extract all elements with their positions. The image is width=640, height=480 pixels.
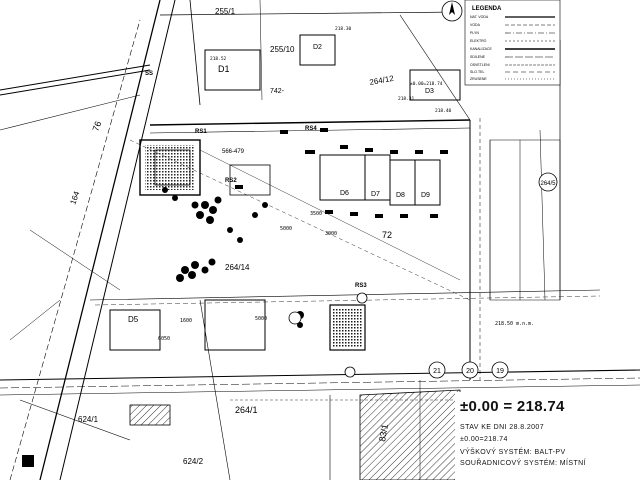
legend: LEGENDA NAT. VODA VODA PLYN ELEKTRO KANA… <box>464 0 561 86</box>
ref-small: ±0.00=218.74 <box>460 436 508 443</box>
dimension-tag: 1600 <box>180 318 192 324</box>
marker-label: RS2 <box>225 178 237 184</box>
legend-item: ZRUSENE <box>470 77 487 81</box>
marker-label: RS4 <box>305 126 317 132</box>
north-arrow-icon <box>449 2 455 15</box>
elevation-label: 218.40 <box>435 108 452 114</box>
parcel-label: 164 <box>68 190 81 206</box>
parcel-label: 255/10 <box>270 45 295 54</box>
building-label-d7: D7 <box>371 191 380 198</box>
building-labels: D1 D2 D3 D5 D6 D7 D8 D9 <box>128 44 434 324</box>
legend-item: SDILENE <box>470 55 486 59</box>
parcel-label: 83/1 <box>377 423 390 442</box>
dimension-tag: 5000 <box>255 316 267 322</box>
hatched-area <box>359 389 461 480</box>
circle-tags <box>288 0 558 379</box>
marker-labels: RS1 RS3 RS4 SS RS2 <box>145 71 367 289</box>
legend-item: ELEKTRO <box>470 39 487 43</box>
legend-item: OSVETLENI <box>470 63 490 67</box>
legend-item: KANALIZACE <box>470 47 492 51</box>
building-label-d5: D5 <box>128 315 139 324</box>
dimension-tag: 6050 <box>158 336 170 342</box>
building-label-d6: D6 <box>340 190 349 197</box>
elevation-label: 218.50 m.n.m. <box>495 321 534 327</box>
legend-item: VODA <box>470 23 481 27</box>
coord-system: SOUŘADNICOVÝ SYSTÉM: MÍSTNÍ <box>460 460 586 467</box>
building-label-d1: D1 <box>218 64 230 74</box>
parcel-label: 624/2 <box>183 457 204 466</box>
marker-label: RS3 <box>355 283 367 289</box>
dimension-tag: 5000 <box>280 226 292 232</box>
building-label-d3: D3 <box>425 88 434 95</box>
dimension-tags: 3500 5000 3000 5000 6050 1600 <box>158 211 337 342</box>
dense-block-2 <box>332 308 362 348</box>
elevation-label: 218.30 <box>335 26 352 32</box>
parcel-label: 742- <box>270 88 285 95</box>
black-square <box>22 455 34 467</box>
parcel-label: 566-479 <box>222 149 245 155</box>
circle-tag-19: 19 <box>496 368 504 375</box>
building-label-d2: D2 <box>313 44 322 51</box>
parcel-label: 624/1 <box>78 415 99 424</box>
dimension-tag: 3000 <box>325 231 337 237</box>
building-label-d8: D8 <box>396 192 405 199</box>
parcel-labels: 255/1 255/10 264/12 264/14 566-479 742- … <box>68 7 395 466</box>
elevation-label: 218.52 <box>210 56 227 62</box>
utility-markers <box>235 128 448 218</box>
parcel-label: 264/1 <box>235 405 258 415</box>
marker-label: SS <box>145 71 153 77</box>
circle-tag-20: 20 <box>466 368 474 375</box>
legend-item: NAT. VODA <box>470 15 489 19</box>
hatched-small <box>130 405 170 425</box>
legend-item: SLO.TEL <box>470 70 484 74</box>
dense-block <box>145 145 195 190</box>
parcel-label: 76 <box>90 120 103 133</box>
info-panel <box>455 392 640 480</box>
height-system: VÝŠKOVÝ SYSTÉM: BALT-PV <box>460 449 566 456</box>
parcel-label: 264/12 <box>369 74 395 87</box>
parcel-label: 255/1 <box>215 7 236 16</box>
building-label-d9: D9 <box>421 192 430 199</box>
marker-label: RS1 <box>195 129 207 135</box>
elevation-labels: ±0.00=218.74 218.30 218.52 218.40 218.31… <box>210 26 534 327</box>
elevation-label: 218.31 <box>398 96 415 102</box>
circle-tag-21: 21 <box>433 368 441 375</box>
stav-date: STAV KE DNI 28.8.2007 <box>460 424 545 431</box>
legend-item: PLYN <box>470 31 479 35</box>
dimension-tag: 3500 <box>310 211 322 217</box>
parcel-label: 72 <box>382 230 392 240</box>
elevation-label: ±0.00=218.74 <box>410 81 443 87</box>
stav-reference: ±0.00 = 218.74 <box>460 398 565 415</box>
circle-tag-264-5: 264/5 <box>540 181 556 187</box>
parcel-label: 264/14 <box>225 263 250 272</box>
legend-title: LEGENDA <box>472 6 502 12</box>
